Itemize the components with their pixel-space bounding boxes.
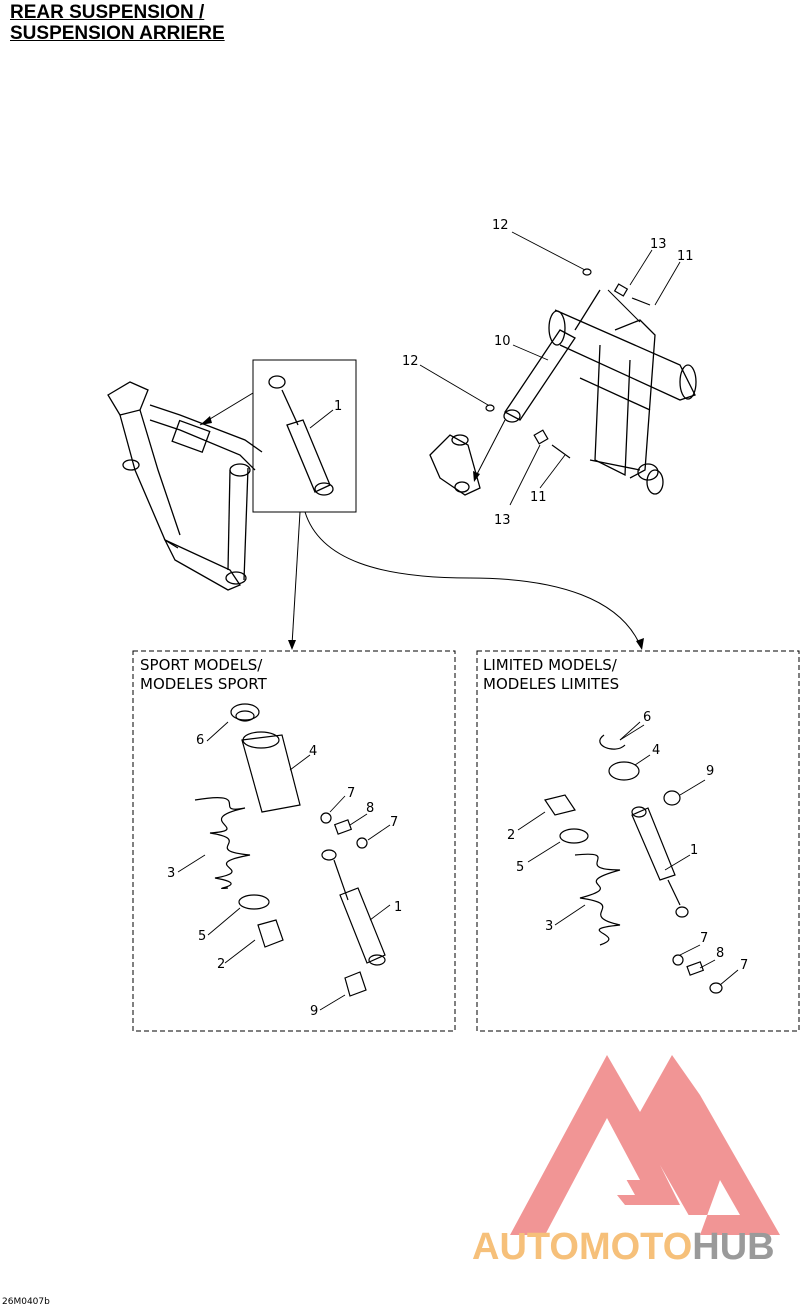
- title-line-2: SUSPENSION ARRIERE: [10, 23, 225, 44]
- limited-leader-lines: [517, 724, 739, 986]
- limited-title-line-1: LIMITED MODELS/: [483, 656, 617, 674]
- callout-limited-5: 5: [516, 860, 525, 875]
- skid-frame-drawing: [548, 309, 697, 495]
- limited-panel-title: LIMITED MODELS/ MODELES LIMITES: [483, 656, 619, 694]
- callout-sport-1: 1: [394, 900, 403, 915]
- callout-top-13a: 13: [650, 237, 667, 252]
- drawing-reference-number: 26M0407b: [2, 1297, 50, 1307]
- watermark-part-1: AUTO: [472, 1226, 579, 1268]
- callout-limited-7b: 7: [740, 958, 749, 973]
- top-arrow-lower: [474, 419, 506, 479]
- callout-sport-2: 2: [217, 957, 226, 972]
- watermark-part-2: MOTO: [578, 1226, 693, 1268]
- callout-limited-2: 2: [507, 828, 516, 843]
- callout-top-10: 10: [494, 334, 511, 349]
- sport-models-panel: [132, 650, 456, 1032]
- callout-limited-6: 6: [643, 710, 652, 725]
- callout-sport-6: 6: [196, 733, 205, 748]
- sport-leader-lines: [177, 721, 641, 1011]
- callout-sport-4: 4: [309, 744, 318, 759]
- callout-sport-7a: 7: [347, 786, 356, 801]
- callout-sport-7b: 7: [390, 815, 399, 830]
- top-hardware-drawing: [485, 268, 651, 459]
- callout-sport-9: 9: [310, 1004, 319, 1019]
- watermark-logo-icon: [510, 1055, 800, 1235]
- title-line-1: REAR SUSPENSION /: [10, 2, 205, 23]
- callout-sport-8: 8: [366, 801, 375, 816]
- callout-top-11b: 11: [530, 490, 547, 505]
- sport-title-line-1: SPORT MODELS/: [140, 656, 263, 674]
- callout-top-1: 1: [334, 399, 343, 414]
- sport-title-line-2: MODELES SPORT: [140, 675, 267, 693]
- sport-panel-title: SPORT MODELS/ MODELES SPORT: [140, 656, 267, 694]
- callout-limited-9: 9: [706, 764, 715, 779]
- limited-parts-drawing: [544, 734, 723, 994]
- callout-limited-3: 3: [545, 919, 554, 934]
- callout-sport-5: 5: [198, 929, 207, 944]
- callout-limited-8: 8: [716, 946, 725, 961]
- callout-limited-7a: 7: [700, 931, 709, 946]
- limited-models-panel: [476, 650, 800, 1032]
- callout-sport-3: 3: [167, 866, 176, 881]
- limited-title-line-2: MODELES LIMITES: [483, 675, 620, 693]
- sport-parts-drawing: [194, 703, 386, 997]
- shock-10-drawing: [503, 289, 601, 423]
- mount-bracket-drawing: [429, 434, 481, 496]
- callout-top-12b: 12: [402, 354, 419, 369]
- rear-frame-drawing: [107, 381, 263, 591]
- watermark-text: AUTOMOTOHUB: [472, 1226, 775, 1269]
- callout-top-12a: 12: [492, 218, 509, 233]
- shock-absorber-inset: [268, 375, 334, 496]
- watermark-part-3: HUB: [692, 1226, 775, 1268]
- panel-pointer-arrows: [291, 511, 641, 646]
- callout-limited-4: 4: [652, 743, 661, 758]
- diagram-title: REAR SUSPENSION / SUSPENSION ARRIERE: [10, 2, 225, 44]
- top-leader-lines: [309, 231, 681, 506]
- detail-inset-box: [252, 359, 357, 513]
- callout-limited-1: 1: [690, 843, 699, 858]
- callout-top-11a: 11: [677, 249, 694, 264]
- callout-top-13b: 13: [494, 513, 511, 528]
- top-arrow-upper: [607, 289, 641, 323]
